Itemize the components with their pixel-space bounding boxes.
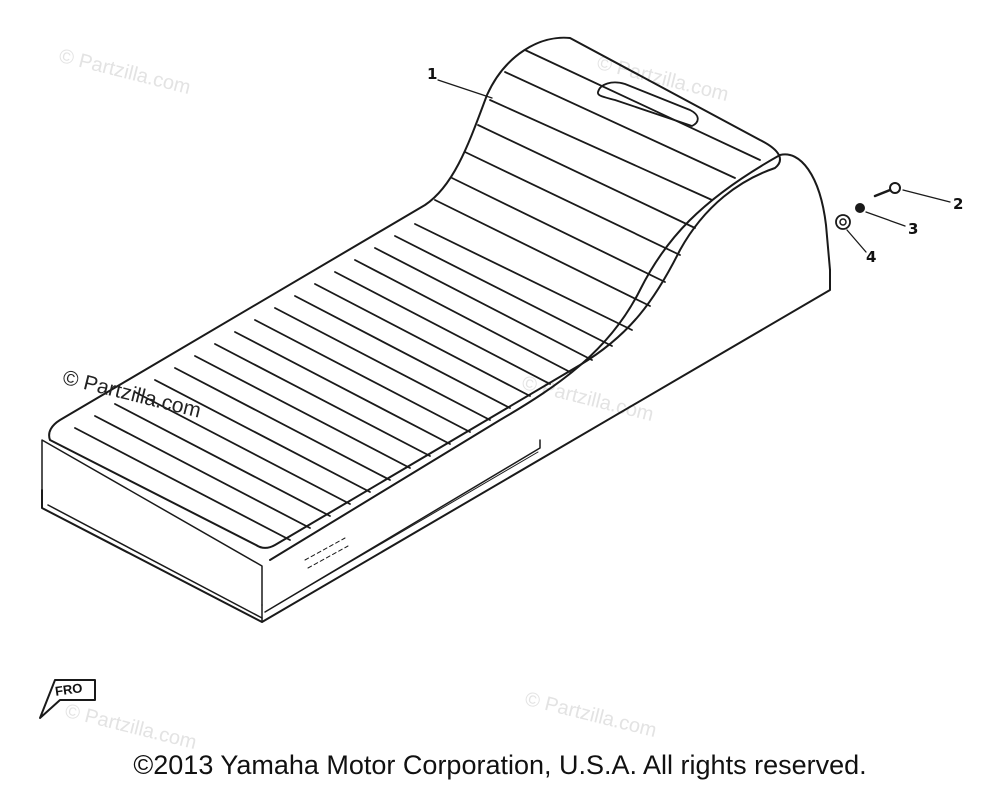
bolt-2 xyxy=(873,182,901,198)
copyright-text: ©2013 Yamaha Motor Corporation, U.S.A. A… xyxy=(133,750,867,780)
seat-handle-recess xyxy=(597,81,699,127)
seat-cushion-outline xyxy=(48,36,781,549)
seat-side-panel xyxy=(41,439,263,606)
leader-line-1 xyxy=(437,79,493,99)
seat-base xyxy=(41,269,831,623)
callout-2: 2 xyxy=(953,195,964,213)
callout-1: 1 xyxy=(427,65,438,83)
callout-3: 3 xyxy=(908,220,919,238)
seat-side-label-plate xyxy=(304,537,349,569)
leader-line-3 xyxy=(865,211,906,227)
grommet-4 xyxy=(835,214,851,230)
leader-line-4 xyxy=(846,229,867,253)
leader-line-2 xyxy=(902,189,951,203)
seat-rear-hump xyxy=(269,153,831,561)
front-arrow-icon xyxy=(39,679,96,719)
callout-4: 4 xyxy=(866,248,877,266)
washer-3 xyxy=(855,203,865,213)
